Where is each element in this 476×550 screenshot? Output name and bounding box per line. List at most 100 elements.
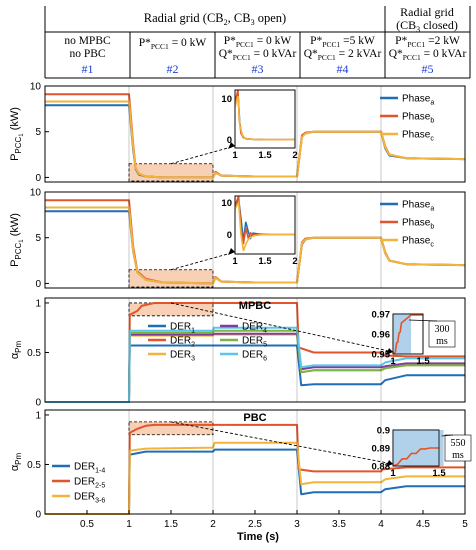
plot-frame [44,191,466,289]
inset-annotation: 550 [451,438,466,449]
radial-grid-closed-label-line1: Radial grid [400,5,454,19]
case-3-line-2: Q*PCC1 = 0 kVAr [219,48,297,62]
inset-y-tick-label: 0.9 [377,426,390,437]
inset-annotation-pointer [441,434,454,437]
zoom-connector-arrowhead [386,348,393,355]
legend-entry: Phasea [402,94,434,107]
legend-entry: Phasec [402,236,434,249]
case-1-line-1: no MPBC [64,35,111,47]
inset-x-tick-label: 2 [292,150,297,161]
zoom-connector-arrow [170,251,236,271]
panel-title: PBC [243,412,266,424]
case-number: #5 [422,62,434,76]
series-line-der-2-5 [45,423,465,515]
case-4-line-2: Q*PCC1 = 2 kVAr [304,48,382,62]
legend-entry: Phasea [402,200,434,213]
zoom-connector-arrow [170,145,236,165]
radial-grid-closed-label-line2: (CB3 closed) [396,18,458,34]
zoom-connector-arrow [170,302,394,353]
x-tick-label: 2 [210,519,216,530]
inset-y-tick-label: 10 [221,198,232,209]
zoom-region [128,163,214,182]
series-line-der-2 [45,302,465,403]
x-tick-label: 2.5 [248,519,262,530]
zoom-connector-arrow [170,421,394,465]
x-axis-label: Time (s) [237,531,279,543]
inset-y-tick-label: 0 [227,135,232,146]
zoom-connector-arrowhead [228,248,235,255]
inset-frame [392,429,440,467]
inset-annotation-unit: ms [436,336,448,347]
case-1-line-2: no PBC [69,48,105,60]
legend-entry: Phaseb [402,112,434,125]
y-axis-label: PPCC1 (kW) [9,213,25,267]
panel-title: MPBC [239,300,271,312]
y-tick-label: 0.5 [27,460,41,471]
inset-shaded-interval [393,314,411,354]
case-2-line-1: P*PCC1 = 0 kW [139,37,207,51]
inset-frame [234,195,296,255]
inset-y-tick-label: 0.96 [372,330,391,341]
inset-x-tick-label: 1.5 [416,356,430,367]
legend-entry: DER2 [170,336,195,349]
inset-y-tick-label: 0.88 [372,462,391,473]
x-tick-label: 4.5 [416,519,430,530]
inset-series-line [234,199,295,252]
y-tick-label: 10 [30,82,42,93]
series-line-phase-c [45,100,466,179]
legend-entry: DER3-6 [74,492,105,505]
plot-frame [44,85,466,183]
inset-annotation-box [444,434,472,462]
zoom-connector-arrowhead [228,142,235,149]
header-table: Radial grid (CB2, CB3 open) Radial grid … [44,5,471,79]
plot-frame [44,297,466,403]
inset-frame [392,313,424,355]
legend-entry: Phaseb [402,218,434,231]
legend-entry: DER1 [170,322,195,335]
y-axis-label: PPCC1 (kW) [9,107,25,161]
inset-x-tick-label: 1.5 [258,150,272,161]
inset-x-tick-label: 2 [292,256,297,267]
inset-y-tick-label: 0.95 [372,350,391,361]
inset-x-tick-label: 1.5 [432,468,446,479]
inset-annotation-pointer [408,319,438,322]
inset-series-line [234,95,295,141]
x-tick-label: 0.5 [80,519,94,530]
series-line-der-6 [45,326,465,403]
y-tick-label: 0 [35,173,41,184]
legend-entry: DER4 [242,322,267,335]
y-axis-label: αPm [9,452,23,471]
legend-entry: Phasec [402,130,434,143]
inset-frame [234,89,296,149]
inset-y-tick-label: 0.97 [372,310,391,321]
panels: 0510MPBCPPCC1 (kW)PhaseaPhasebPhasec0101… [9,82,472,530]
inset-x-tick-label: 1.5 [258,256,272,267]
inset-x-tick-label: 1 [390,356,396,367]
inset-series-line [392,314,423,355]
y-tick-label: 1 [35,410,41,421]
case-number: #3 [252,62,264,76]
x-tick-label: 1 [126,519,132,530]
y-tick-label: 0 [35,279,41,290]
series-line-phase-c [45,206,466,285]
case-number: #4 [337,62,349,76]
case-number: #1 [82,62,94,76]
radial-grid-open-label: Radial grid (CB2, CB3 open) [144,11,286,27]
legend-entry: DER2-5 [74,477,105,490]
y-tick-label: 0 [35,510,41,521]
case-5-line-1: P*PCC1 =2 kW [395,35,460,49]
inset-x-tick-label: 1 [232,150,238,161]
zoom-region [128,269,214,288]
x-tick-label: 4 [378,519,384,530]
chart-panel-1: 0510MPBCPPCC1 (kW)PhaseaPhasebPhasec0101… [9,82,466,184]
chart-panel-2: 0510PBCPPCC1 (kW)PhaseaPhasebPhasec01011… [9,188,466,290]
case-4-line-1: P*PCC1 =5 kW [310,35,375,49]
legend-entry: DER5 [242,336,267,349]
